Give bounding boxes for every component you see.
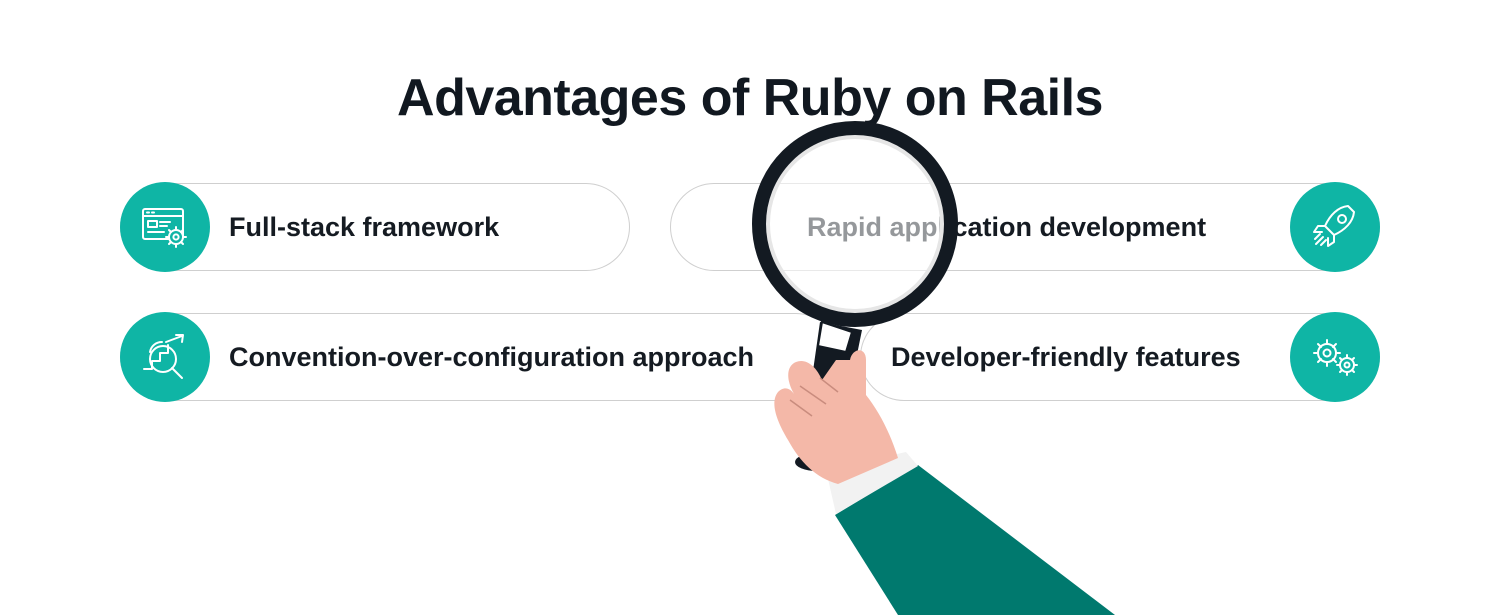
rocket-icon xyxy=(1313,205,1355,247)
advantage-label: Developer-friendly features xyxy=(891,342,1241,372)
advantage-badge xyxy=(120,182,210,272)
cuff-shape xyxy=(826,452,918,514)
advantage-badge xyxy=(120,312,210,402)
browser-settings-icon xyxy=(142,208,187,248)
advantage-badge xyxy=(1290,312,1380,402)
advantage-pill-convention: Convention-over-configuration approach xyxy=(120,313,840,401)
advantage-label: Rapid application development xyxy=(807,212,1207,242)
page-title: Advantages of Ruby on Rails xyxy=(397,69,1103,127)
advantage-pill-rapid-development: Rapid application development xyxy=(670,183,1380,271)
advantage-badge xyxy=(1290,182,1380,272)
gears-icon xyxy=(1313,339,1358,376)
advantage-label: Convention-over-configuration approach xyxy=(229,342,755,372)
advantage-label: Full-stack framework xyxy=(229,212,500,242)
sleeve-shape xyxy=(835,465,1115,615)
growth-analysis-icon xyxy=(143,334,184,379)
